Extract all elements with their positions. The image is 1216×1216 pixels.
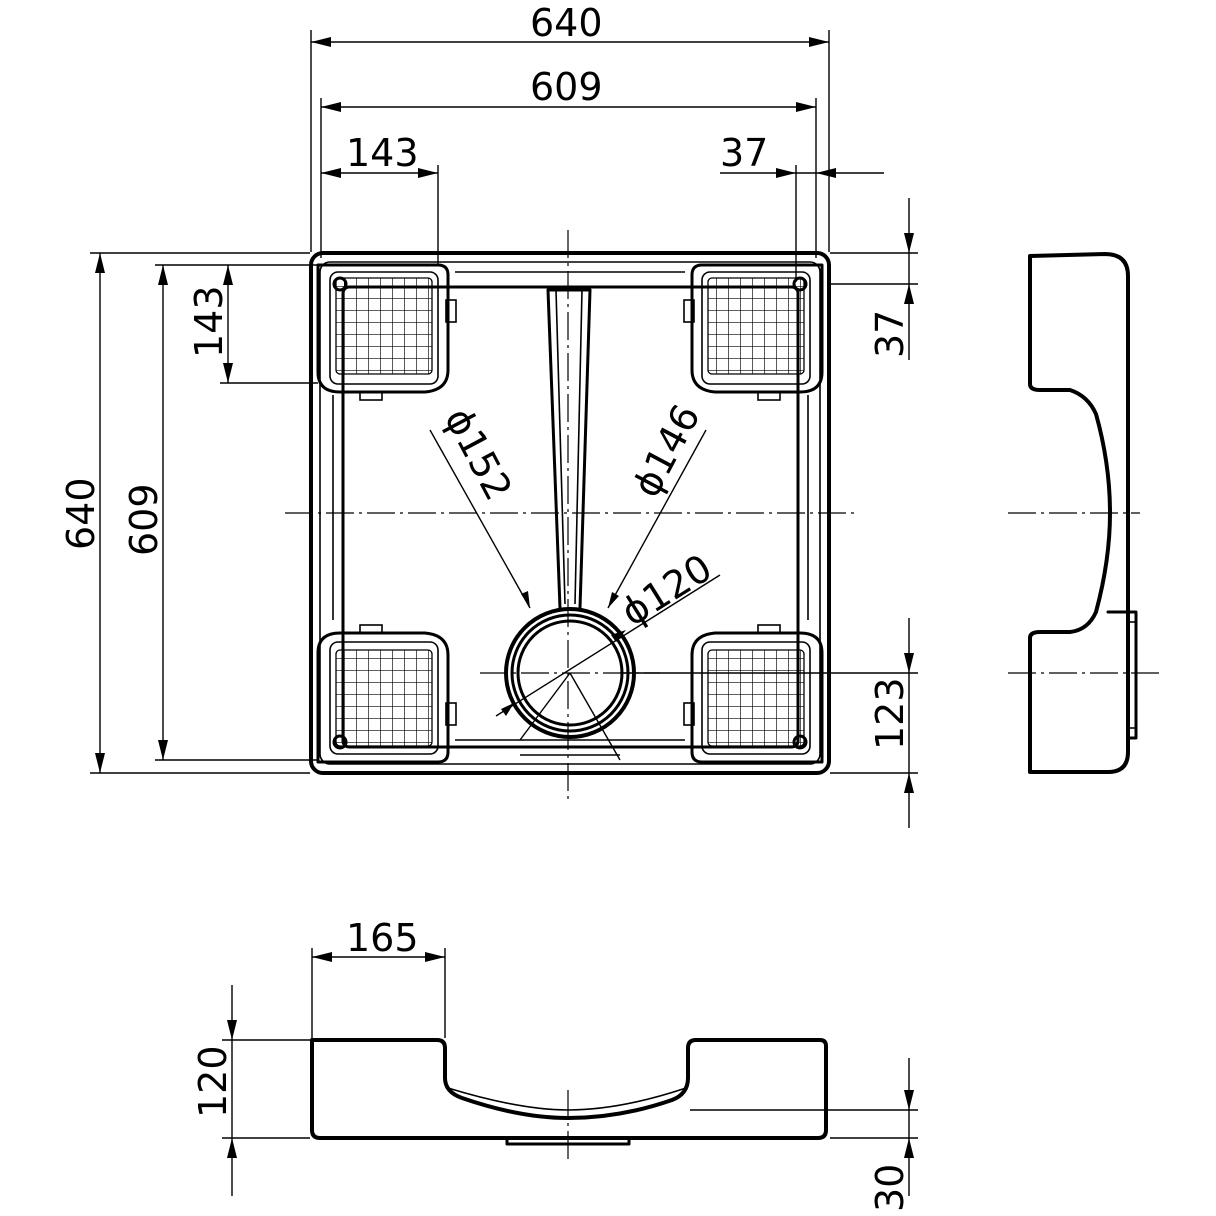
dim-front-165: 165 (346, 916, 419, 960)
foot-pad-bottom-left (316, 624, 457, 764)
diameter-leaders (429, 429, 721, 761)
foot-pad-bottom-right (683, 624, 824, 764)
top-dimensions: 640 609 143 37 (310, 1, 884, 282)
dim-left-609: 609 (122, 483, 166, 556)
diameter-152-label: ϕ152 (436, 401, 521, 508)
dim-top-609: 609 (530, 65, 603, 109)
diameter-120-label: ϕ120 (613, 546, 719, 635)
foot-pad-top-right (683, 263, 824, 401)
left-dimensions: 640 609 143 (59, 252, 318, 774)
dim-left-640: 640 (59, 477, 103, 550)
dim-top-37: 37 (720, 131, 768, 175)
screw-icon (332, 734, 348, 750)
screw-icon (332, 276, 348, 292)
dim-top-143: 143 (346, 131, 419, 175)
dim-top-640: 640 (530, 1, 603, 45)
dim-front-120: 120 (191, 1045, 235, 1118)
screw-icon (792, 276, 808, 292)
right-dimensions: 37 123 (620, 198, 918, 828)
plan-view: ϕ152 ϕ146 ϕ120 (285, 230, 855, 800)
diameter-146-label: ϕ146 (624, 397, 709, 504)
side-view (1008, 252, 1160, 774)
dim-left-143: 143 (187, 285, 231, 358)
front-view: 165 120 30 (191, 916, 918, 1212)
dim-right-37: 37 (868, 310, 912, 358)
dim-front-30: 30 (868, 1164, 912, 1212)
drain-channel (546, 288, 592, 610)
foot-pad-top-left (316, 263, 457, 401)
basin-floor (341, 285, 800, 749)
dim-right-123: 123 (868, 677, 912, 750)
screw-icon (792, 734, 808, 750)
